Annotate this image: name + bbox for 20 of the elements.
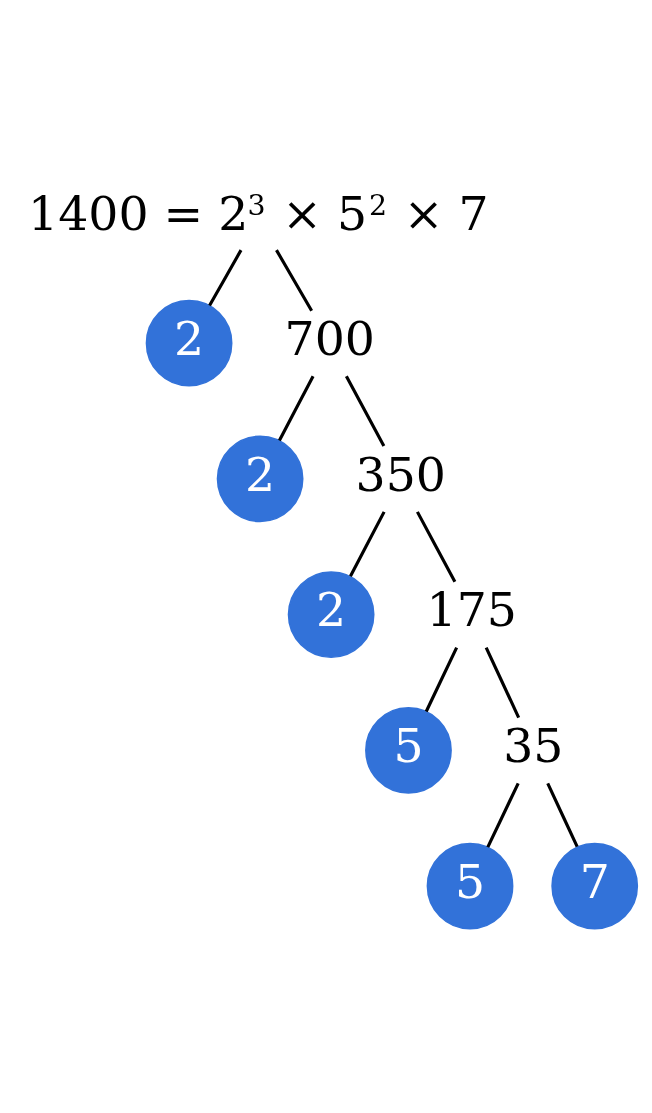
node-text: 700: [284, 310, 375, 366]
connector: [416, 510, 457, 583]
connector: [345, 374, 386, 447]
connector: [278, 374, 315, 441]
node-circle: 5: [426, 842, 514, 929]
connector: [208, 248, 243, 306]
connector: [546, 782, 579, 847]
node-circle: 2: [216, 434, 304, 522]
node-circle: 2: [287, 570, 375, 658]
node-circle: 5: [365, 706, 452, 794]
connector: [349, 510, 386, 577]
connector: [484, 646, 521, 718]
connector: [486, 782, 520, 848]
node-circle: 7: [551, 842, 639, 929]
node-text: 35: [503, 717, 564, 773]
connector: [424, 646, 459, 712]
node-text: 175: [426, 581, 517, 637]
node-circle: 2: [145, 299, 233, 387]
connector: [275, 248, 313, 311]
node-text: 350: [355, 446, 446, 502]
